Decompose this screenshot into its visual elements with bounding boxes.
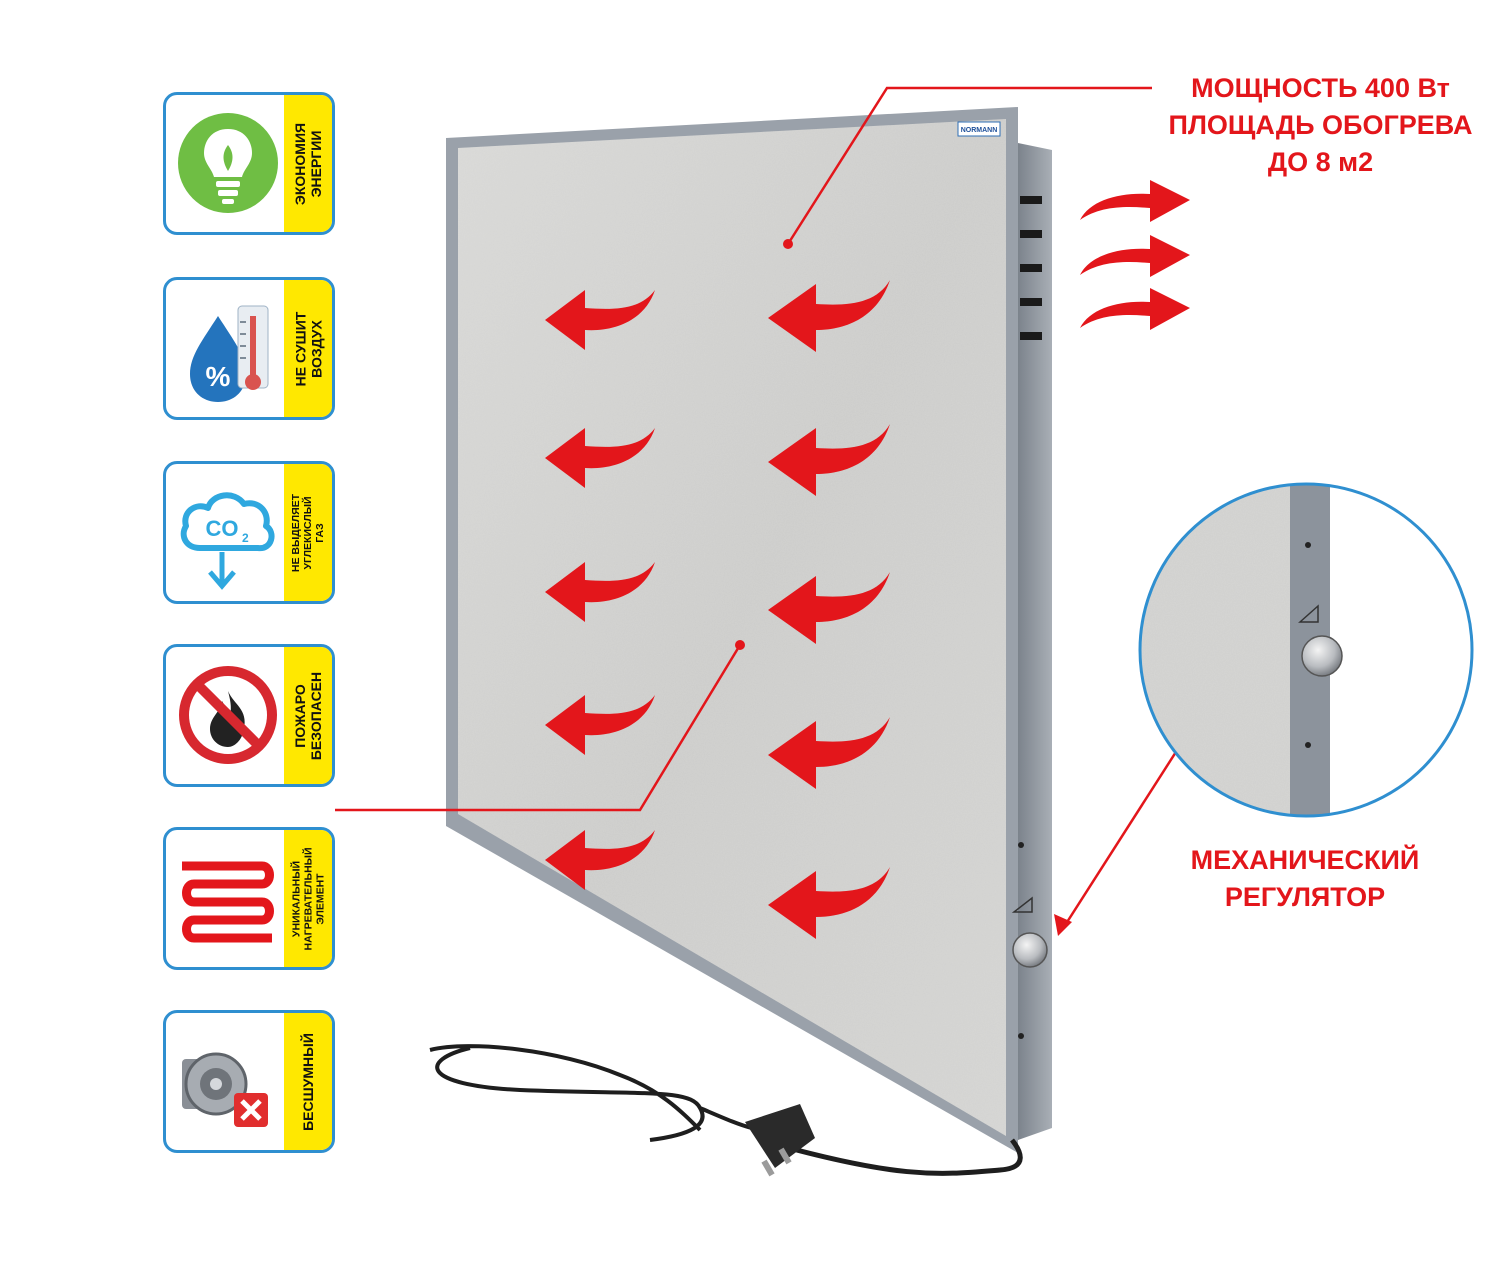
regulator-callout: МЕХАНИЧЕСКИЙ РЕГУЛЯТОР	[1160, 842, 1450, 916]
regulator-scale-icon	[1011, 896, 1033, 913]
heating-area-label: ПЛОЩАДЬ ОБОГРЕВА	[1168, 110, 1473, 140]
brand-logo: NORMANN	[961, 127, 998, 134]
co2-subscript: 2	[242, 531, 249, 545]
badge-label: НЕ СУШИТ ВОЗДУХ	[292, 311, 324, 386]
badge-label: ПОЖАРО БЕЗОПАСЕН	[292, 671, 325, 760]
badge-label: БЕСШУМНЫЙ	[300, 1032, 316, 1131]
power-plug	[745, 1104, 815, 1177]
zoom-magnifier	[1138, 482, 1474, 818]
badge-no-dry-air: % НЕ СУШИТ ВОЗДУХ	[163, 277, 335, 420]
badge-label: УНИКАЛЬНЫЙ НАГРЕВАТЕЛЬНЫЙ ЭЛЕМЕНТ	[290, 847, 326, 950]
badge-label: НЕ ВЫДЕЛЯЕТ УГЛЕКИСЛЫЙ ГАЗ	[290, 493, 326, 572]
power-cord-coil	[429, 1044, 791, 1142]
co2-text: CO	[206, 516, 239, 541]
power-cord	[759, 1137, 1023, 1176]
regulator-knob[interactable]	[1012, 932, 1048, 968]
heating-coil-icon	[182, 861, 274, 943]
heating-area-value: ДО 8 м2	[1267, 147, 1374, 177]
badge-label: ЭКОНОМИЯ ЭНЕРГИИ	[292, 122, 324, 205]
no-fire-icon	[179, 666, 277, 764]
badge-energy-saving: ЭКОНОМИЯ ЭНЕРГИИ	[163, 92, 335, 235]
heater-side	[1018, 143, 1052, 1140]
badge-silent: БЕСШУМНЫЙ	[163, 1010, 335, 1153]
badge-fire-safe: ПОЖАРО БЕЗОПАСЕН	[163, 644, 335, 787]
co2-cloud-icon: CO 2	[180, 492, 275, 590]
leader-lines	[335, 86, 1192, 931]
speaker-mute-icon	[182, 1052, 268, 1127]
badge-no-co2: CO 2 НЕ ВЫДЕЛЯЕТ УГЛЕКИСЛЫЙ ГАЗ	[163, 461, 335, 604]
badge-heating-element: УНИКАЛЬНЫЙ НАГРЕВАТЕЛЬНЫЙ ЭЛЕМЕНТ	[163, 827, 335, 970]
convection-arrows	[1080, 180, 1190, 330]
humidity-drop-icon: %	[190, 305, 269, 402]
heat-arrows	[545, 280, 890, 939]
vent-slots	[1020, 196, 1042, 340]
regulator-label-line-2: РЕГУЛЯТОР	[1224, 882, 1386, 912]
power-callout: МОЩНОСТЬ 400 Вт ПЛОЩАДЬ ОБОГРЕВА ДО 8 м2	[1148, 70, 1493, 181]
lightbulb-leaf-icon	[178, 113, 278, 213]
side-controls	[1011, 842, 1048, 1039]
svg-text:%: %	[206, 361, 231, 392]
power-rating: МОЩНОСТЬ 400 Вт	[1191, 73, 1450, 103]
regulator-label-line-1: МЕХАНИЧЕСКИЙ	[1190, 845, 1420, 875]
brand-plate	[957, 121, 1001, 137]
